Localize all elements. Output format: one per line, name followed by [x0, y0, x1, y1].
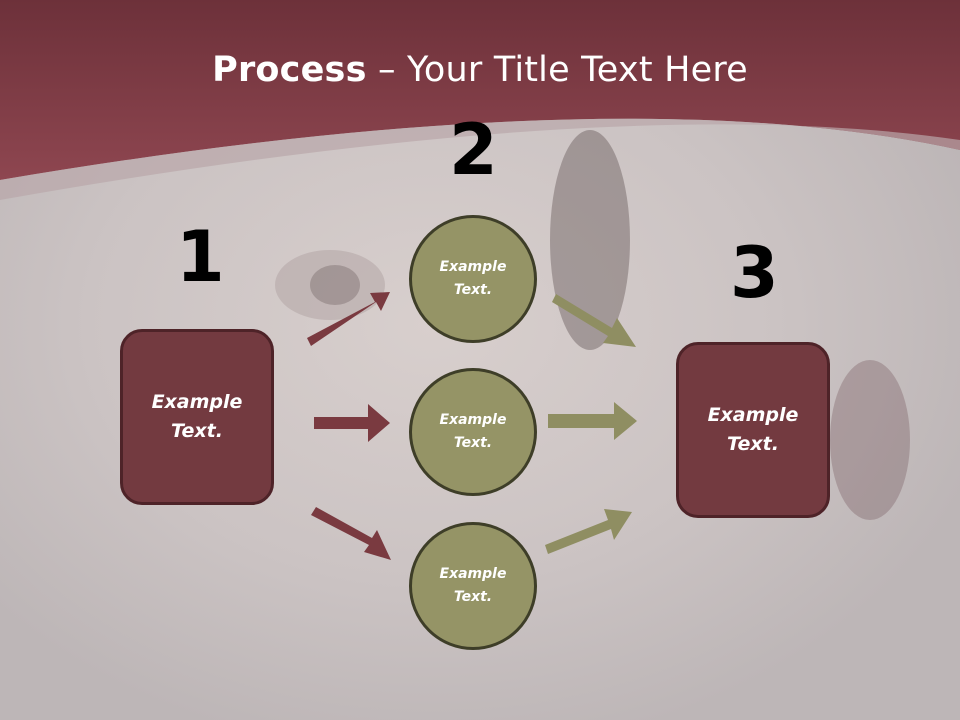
page-title: Process – Your Title Text Here [0, 50, 960, 90]
arrow-left-bottom [311, 507, 391, 560]
left-process-box: Example Text. [120, 329, 274, 505]
circle-1-label: Example Text. [439, 259, 507, 298]
circle-step-3: Example Text. [409, 522, 537, 650]
arrow-right-top [552, 294, 636, 347]
arrow-right-mid [548, 402, 637, 440]
circle-2-label: Example Text. [439, 412, 507, 451]
left-box-label: Example Text. [151, 391, 243, 442]
step-number-2: 2 [449, 109, 498, 191]
arrow-right-bottom [545, 509, 632, 554]
right-box-label: Example Text. [707, 404, 799, 455]
arrow-left-top [307, 292, 390, 346]
circle-step-2: Example Text. [409, 368, 537, 496]
circle-step-1: Example Text. [409, 215, 537, 343]
right-process-box: Example Text. [676, 342, 830, 518]
title-rest: – Your Title Text Here [366, 50, 748, 90]
step-number-1: 1 [176, 216, 225, 298]
circle-3-label: Example Text. [439, 566, 507, 605]
title-bold: Process [212, 50, 367, 90]
step-number-3: 3 [730, 232, 779, 314]
arrow-left-mid [314, 404, 390, 442]
